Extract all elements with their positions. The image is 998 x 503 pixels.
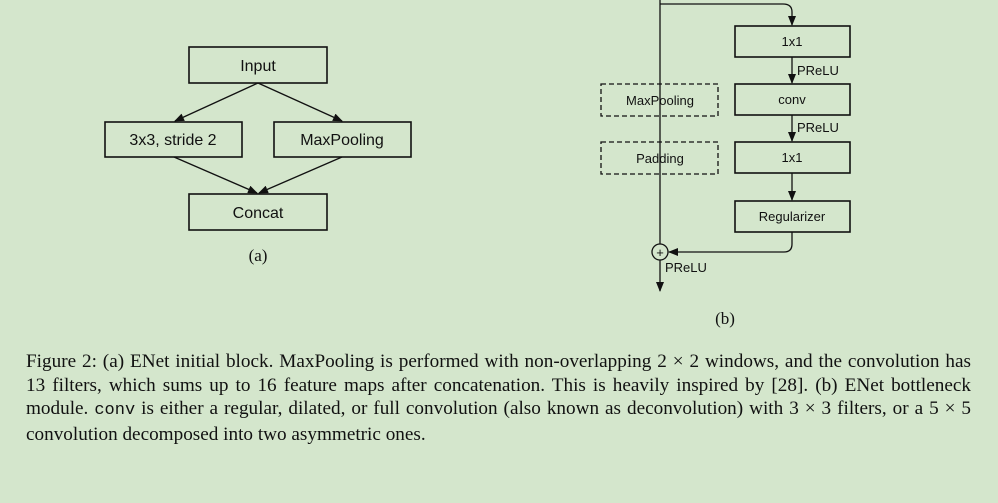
concat-box	[188, 193, 328, 231]
input-label: Input	[240, 58, 276, 75]
maxpooling-dashed-box	[600, 83, 719, 117]
caption-text-1: Figure 2: (a) ENet initial block. MaxPoo…	[26, 351, 971, 419]
conv1x1-bottom-label: 1x1	[782, 150, 803, 165]
caption-code: conv	[94, 401, 136, 420]
caption-text-2: is either a regular, dilated, or full co…	[26, 398, 972, 445]
prelu-label-out: PReLU	[665, 260, 707, 275]
arrow-maxpool-to-concat	[258, 156, 343, 194]
merge-line	[668, 232, 793, 256]
arrow-input-to-maxpool	[257, 82, 343, 122]
padding-dashed-box	[600, 141, 719, 175]
panel-b-sublabel: (b)	[715, 309, 735, 328]
prelu-label-1: PReLU	[797, 63, 839, 78]
conv-stride2-box	[104, 121, 243, 158]
figure-caption: Figure 2: (a) ENet initial block. MaxPoo…	[26, 350, 971, 446]
branch-split-line	[660, 3, 796, 26]
figure-diagram: Input 3x3, stride 2 MaxPooling Concat (a…	[104, 0, 851, 328]
add-symbol: +	[656, 245, 664, 260]
arrow-input-to-conv	[174, 82, 259, 122]
concat-label: Concat	[233, 205, 284, 222]
conv-label: conv	[778, 92, 806, 107]
panel-a-sublabel: (a)	[249, 246, 268, 265]
padding-dashed-label: Padding	[636, 151, 684, 166]
arrow-conv-to-concat	[173, 156, 258, 194]
prelu-label-2: PReLU	[797, 120, 839, 135]
conv-stride2-label: 3x3, stride 2	[129, 132, 216, 149]
conv1x1-top-label: 1x1	[782, 34, 803, 49]
maxpooling-box	[273, 121, 412, 158]
regularizer-label: Regularizer	[759, 209, 826, 224]
panel-b: MaxPooling Padding 1x1 PReLU conv PReLU …	[600, 0, 851, 328]
maxpooling-dashed-label: MaxPooling	[626, 93, 694, 108]
panel-a: Input 3x3, stride 2 MaxPooling Concat (a…	[104, 46, 412, 265]
maxpooling-label: MaxPooling	[300, 132, 384, 149]
